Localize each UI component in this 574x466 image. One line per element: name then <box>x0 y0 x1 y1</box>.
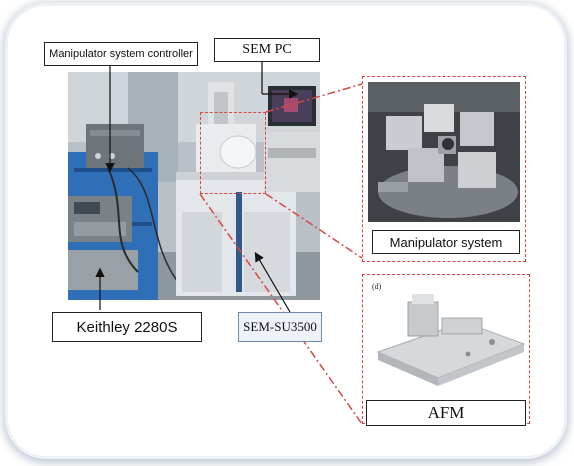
panel-letter-d: (d) <box>372 282 382 291</box>
manipulator-system-label: Manipulator system <box>372 230 520 254</box>
lab-setup-photo <box>68 72 320 300</box>
manipulator-highlight-box <box>200 112 266 194</box>
manipulator-controller-label: Manipulator system controller <box>44 42 198 66</box>
afm-label: AFM <box>366 400 526 426</box>
keithley-label: Keithley 2280S <box>52 312 202 342</box>
afm-photo <box>368 282 528 398</box>
manipulator-panel-border <box>362 76 526 262</box>
manipulator-system-photo <box>368 82 520 222</box>
sem-su-label: SEM-SU3500 <box>238 312 322 342</box>
sem-pc-label: SEM PC <box>214 38 320 62</box>
